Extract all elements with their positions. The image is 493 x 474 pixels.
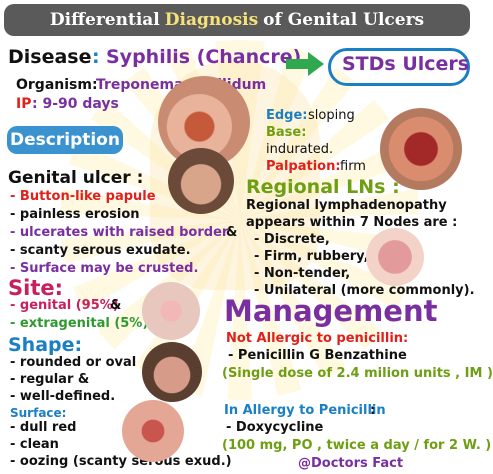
- genital-ulcer-item3: - ulcerates with raised border: [10, 225, 229, 240]
- regional-item4: - Unilateral (more commonly).: [254, 283, 475, 298]
- credit: @Doctors Fact: [298, 456, 404, 471]
- title-banner: Differential Diagnosis of Genital Ulcers: [4, 4, 470, 36]
- lesion-photo-genital: [168, 148, 234, 214]
- arrow-right-icon: [286, 52, 324, 76]
- drug1: - Penicillin G Benzathine: [228, 348, 407, 363]
- genital-ulcer-item4: - scanty serous exudate.: [10, 243, 191, 258]
- site-title: Site:: [8, 276, 64, 300]
- lesion-photo-shape: [142, 342, 202, 402]
- title-part3: of Genital Ulcers: [263, 10, 425, 30]
- surface-title: Surface:: [10, 406, 67, 420]
- allergic-colon: :: [370, 403, 376, 418]
- surface-item2: - clean: [10, 437, 59, 452]
- palpation-value: firm: [340, 159, 366, 174]
- allergic-label: In Allergy to Penicillin: [224, 403, 386, 418]
- surface-item3: - oozing (scanty serous exud.): [10, 454, 232, 469]
- site-item1: - genital (95%): [10, 298, 119, 313]
- not-allergic-label: Not Allergic to penicillin:: [226, 331, 409, 346]
- genital-ulcer-item2: - painless erosion: [10, 207, 140, 222]
- lesion-photo-extragenital: [142, 282, 200, 340]
- organism-label: Organism:: [16, 77, 98, 93]
- shape-item1: - rounded or oval: [10, 355, 137, 370]
- edge-label: Edge:: [266, 108, 308, 123]
- base-label: Base:: [266, 125, 307, 140]
- regional-line2: appears within 7 Nodes are :: [246, 215, 458, 230]
- title-part1: Differential: [49, 10, 160, 30]
- regional-item3: - Non-tender,: [254, 266, 351, 281]
- palpation-label: Palpation:: [266, 159, 341, 174]
- ip-value: : 9-90 days: [32, 96, 119, 112]
- lesion-photo-skin: [366, 228, 424, 286]
- regional-item1: - Discrete,: [254, 232, 330, 247]
- regional-title: Regional LNs :: [246, 176, 400, 198]
- site-amp: &: [110, 298, 122, 313]
- description-button[interactable]: Description: [7, 126, 123, 154]
- ip-label: IP: [16, 96, 32, 112]
- genital-ulcer-item1: - Button-like papule: [10, 189, 156, 204]
- lesion-photo-ulcer: [380, 108, 462, 190]
- genital-ulcer-item5: - Surface may be crusted.: [10, 261, 199, 276]
- lesion-photo-surface: [122, 400, 184, 462]
- dose1: (Single dose of 2.4 milion units , IM ): [222, 366, 493, 381]
- shape-item3: - well-defined.: [10, 389, 116, 404]
- edge-value: sloping: [308, 108, 355, 123]
- stds-badge: [328, 48, 470, 86]
- genital-ulcer-amp: &: [226, 225, 238, 240]
- genital-ulcer-title: Genital ulcer :: [8, 168, 144, 188]
- disease-label: Disease: [8, 46, 92, 68]
- regional-line1: Regional lymphadenopathy: [246, 198, 447, 213]
- site-item2: - extragenital (5%): [10, 316, 149, 331]
- title-part2: Diagnosis: [164, 10, 259, 30]
- disease-name: Syphilis (Chancre): [106, 46, 302, 68]
- shape-title: Shape:: [8, 334, 83, 356]
- management-title: Management: [224, 294, 438, 328]
- dose2: (100 mg, PO , twice a day / for 2 W. ): [222, 438, 492, 453]
- disease-colon: :: [92, 46, 100, 68]
- stds-badge-label: STDs Ulcers: [342, 53, 470, 75]
- regional-item2: - Firm, rubbery,: [254, 249, 369, 264]
- base-value: indurated.: [266, 142, 334, 157]
- drug2: - Doxycycline: [226, 420, 324, 435]
- infographic: Differential Diagnosis of Genital Ulcers…: [4, 4, 493, 471]
- shape-item2: - regular &: [10, 372, 90, 387]
- surface-item1: - dull red: [10, 420, 77, 435]
